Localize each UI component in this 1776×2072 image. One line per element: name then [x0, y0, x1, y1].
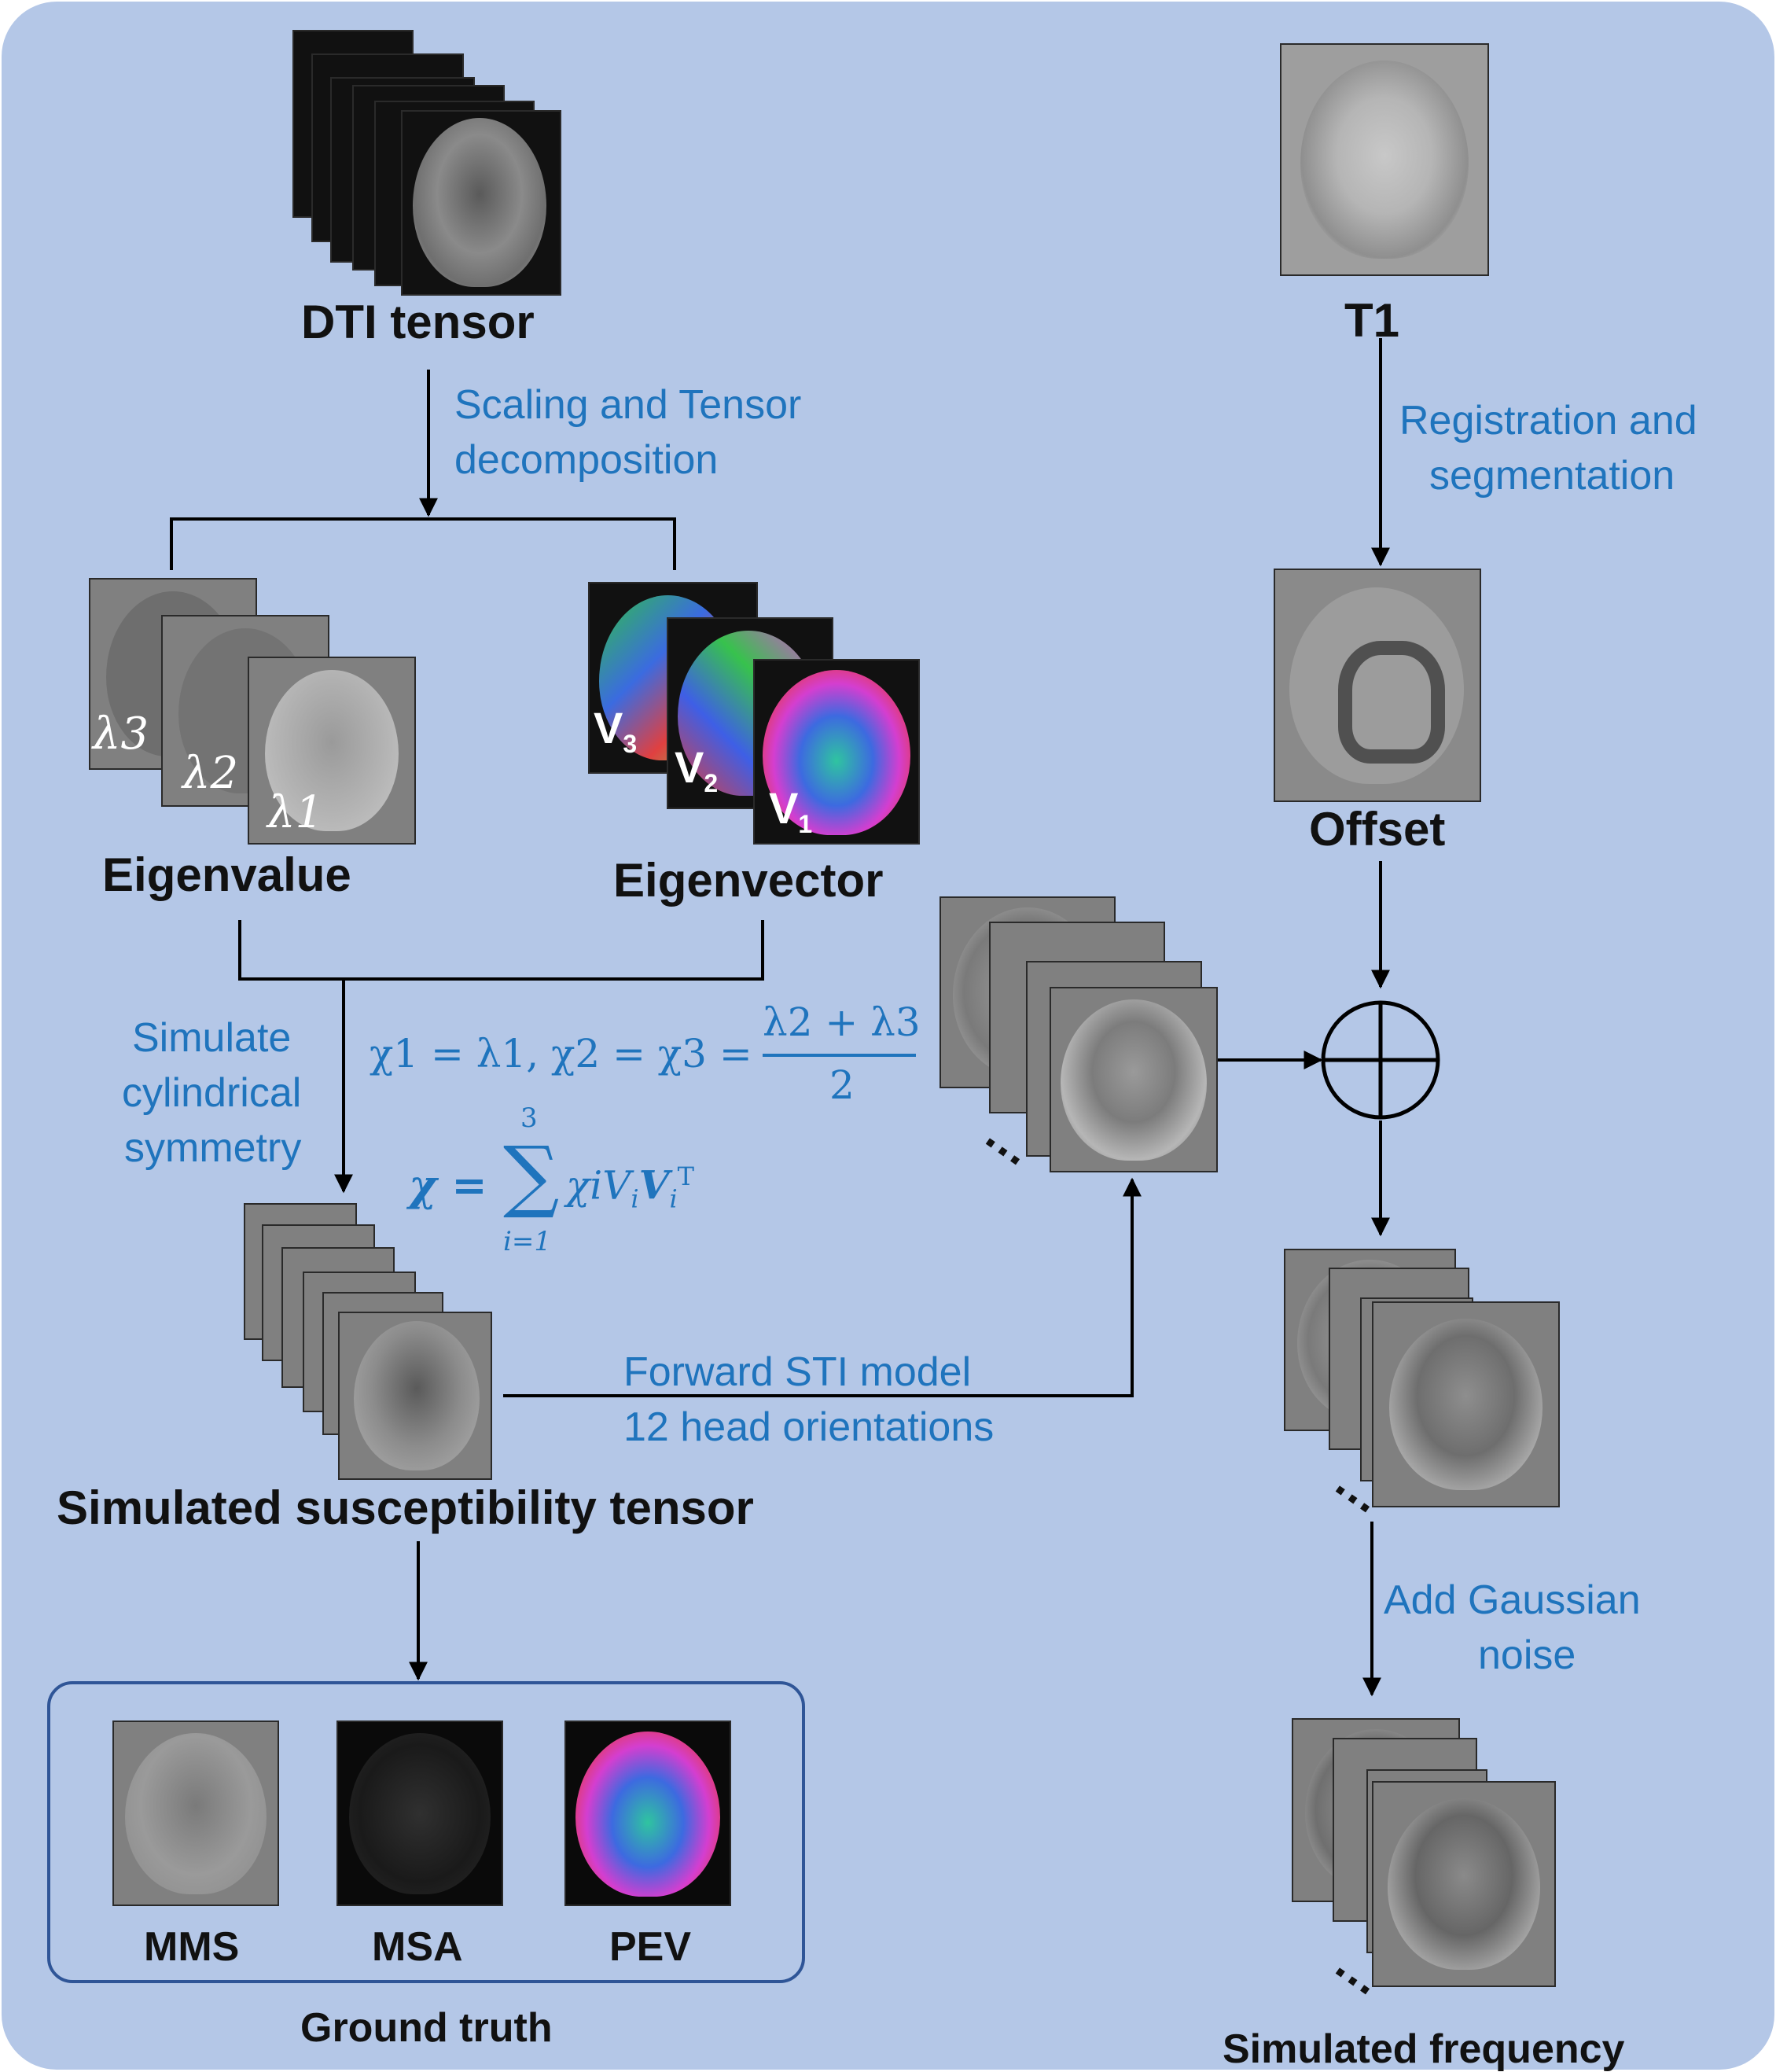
v1-label: V1 [769, 783, 813, 839]
forward-model-label-line2: 12 head orientations [623, 1404, 995, 1450]
ground-truth-box [47, 1681, 805, 1983]
msa-image [336, 1721, 503, 1906]
sum-operator [1321, 1000, 1440, 1120]
lambda3-label: λ3 [93, 708, 149, 760]
equation-sum-lower: i=1 [503, 1226, 551, 1257]
offset-image [1274, 569, 1481, 802]
join-bracket [238, 920, 764, 981]
equation-fraction-denominator: 2 [829, 1062, 855, 1108]
equation-tensor-rhs: χiViViT [566, 1161, 695, 1214]
mms-image [112, 1721, 279, 1906]
simulate-label-line2: cylindrical [122, 1070, 302, 1116]
scaling-label-line2: decomposition [454, 437, 719, 483]
equation-sum-symbol: ∑ [503, 1129, 560, 1221]
simulate-label-line1: Simulate [132, 1015, 292, 1061]
sim-frequency-label: Simulated frequency [1223, 2026, 1625, 2072]
scaling-label-line1: Scaling and Tensor [454, 382, 802, 428]
forward-model-label-line1: Forward STI model [623, 1349, 972, 1395]
v3-label: V3 [594, 703, 638, 759]
v2-label: V2 [675, 742, 719, 798]
pev-label: PEV [609, 1924, 692, 1970]
offset-label: Offset [1309, 803, 1446, 856]
split-bracket [170, 517, 676, 570]
noise-label-line2: noise [1478, 1632, 1576, 1678]
eigenvector-label: Eigenvector [613, 854, 884, 907]
equation-fraction-numerator: λ2 + λ3 [763, 999, 921, 1045]
msa-label: MSA [372, 1924, 463, 1970]
ground-truth-label: Ground truth [300, 2005, 553, 2051]
t1-label: T1 [1344, 294, 1400, 347]
dti-tensor-label: DTI tensor [301, 296, 535, 348]
eigenvalue-label: Eigenvalue [102, 848, 351, 901]
registration-label-line1: Registration and [1399, 398, 1697, 443]
lambda2-label: λ2 [182, 748, 239, 799]
lambda1-label: λ1 [267, 787, 324, 838]
simulate-label-line3: symmetry [124, 1125, 302, 1171]
registration-label-line2: segmentation [1429, 453, 1675, 499]
sus-tensor-label: Simulated susceptibility tensor [57, 1481, 754, 1534]
pev-image [564, 1721, 731, 1906]
noise-label-line1: Add Gaussian [1384, 1577, 1641, 1623]
mms-label: MMS [144, 1924, 240, 1970]
equation-tensor-lhs: χ = [409, 1160, 487, 1210]
equation-cylindrical-symmetry: χ1 = λ1, χ2 = χ3 = [370, 1031, 752, 1076]
arrow-forward-model [503, 1177, 1142, 1397]
equation-sum-upper: 3 [520, 1102, 538, 1134]
t1-image [1280, 43, 1489, 276]
